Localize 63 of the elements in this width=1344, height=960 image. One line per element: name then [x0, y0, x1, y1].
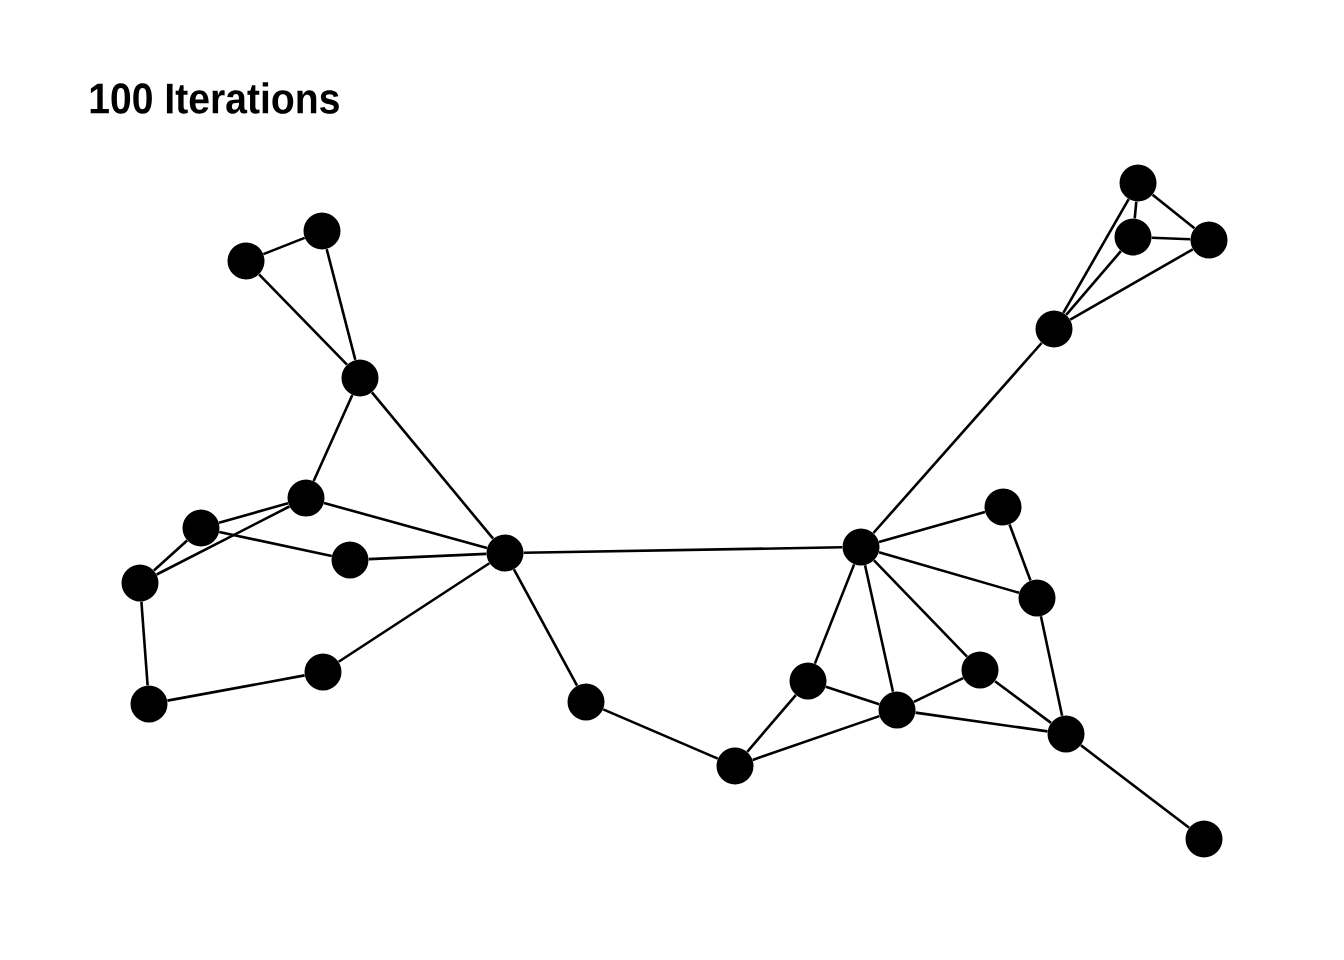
- edge-line: [913, 676, 964, 704]
- node-dot: [1185, 820, 1223, 858]
- edge-line: [752, 714, 880, 762]
- node-dot: [1114, 218, 1152, 256]
- edge-line: [1069, 248, 1194, 321]
- edge-line: [218, 501, 289, 525]
- edge-line: [512, 568, 579, 687]
- node-dot: [227, 242, 265, 280]
- edge-line: [878, 550, 1020, 595]
- edge-line: [337, 562, 491, 663]
- node-dot: [1119, 164, 1157, 202]
- node-dot: [842, 528, 880, 566]
- node-dot: [130, 685, 168, 723]
- node-dot: [984, 488, 1022, 526]
- node-dot: [121, 564, 159, 602]
- edge-line: [523, 546, 843, 554]
- edge-line: [872, 342, 1043, 534]
- edge-line: [863, 565, 895, 693]
- node-dot: [716, 747, 754, 785]
- edge-line: [602, 708, 719, 760]
- node-dot: [1018, 579, 1056, 617]
- node-dot: [304, 653, 342, 691]
- edge-line: [153, 539, 188, 572]
- edge-line: [1062, 198, 1130, 314]
- node-dot: [331, 541, 369, 579]
- edge-line: [1080, 744, 1190, 829]
- node-dot: [878, 691, 916, 729]
- edge-line: [994, 680, 1052, 724]
- edge-line: [1133, 201, 1138, 219]
- node-dot: [789, 662, 827, 700]
- edge-line: [368, 552, 487, 561]
- node-dot: [287, 479, 325, 517]
- edge-line: [873, 559, 968, 658]
- edge-line: [1151, 236, 1191, 241]
- edge-line: [1039, 616, 1064, 716]
- title: 100 Iterations: [90, 82, 339, 114]
- edge-line: [258, 273, 348, 366]
- edge-line: [1065, 250, 1122, 316]
- edge-line: [878, 510, 986, 544]
- node-dot: [1190, 221, 1228, 259]
- edge-line: [167, 674, 305, 702]
- edge-line: [825, 685, 880, 706]
- node-dot: [1047, 715, 1085, 753]
- edge-line: [915, 711, 1048, 733]
- edge-line: [325, 248, 357, 361]
- edge-line: [813, 563, 856, 665]
- edge-line: [1151, 193, 1196, 230]
- node-dot: [182, 509, 220, 547]
- node-dot: [303, 212, 341, 250]
- edge-line: [262, 236, 306, 256]
- node-dot: [341, 359, 379, 397]
- edge-line: [370, 391, 495, 540]
- node-dot: [486, 534, 524, 572]
- node-dot: [961, 651, 999, 689]
- node-dot: [1035, 310, 1073, 348]
- edge-line: [219, 530, 332, 558]
- node-dot: [567, 683, 605, 721]
- edge-line: [746, 694, 797, 753]
- edge-line: [140, 601, 149, 686]
- edge-line: [1008, 524, 1032, 581]
- edge-line: [323, 501, 488, 550]
- edge-line: [156, 505, 290, 576]
- edge-line: [312, 394, 354, 482]
